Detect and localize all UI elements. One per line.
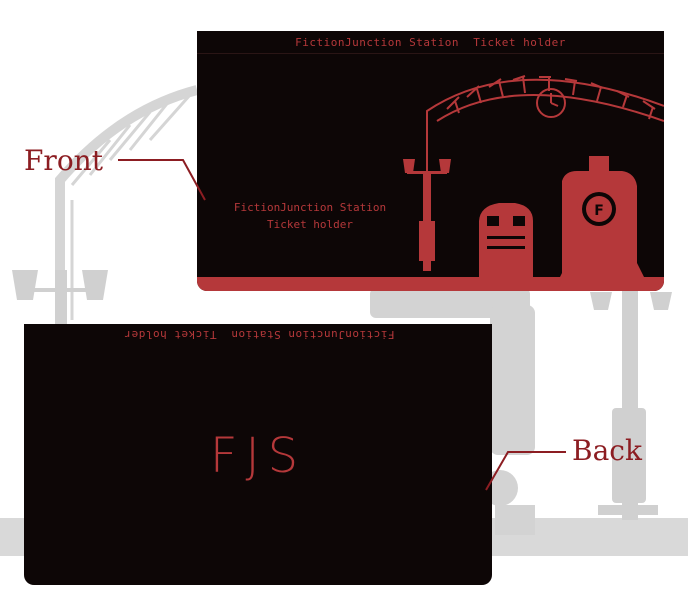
back-header-text-upside-down: FictionJunction Station Ticket holder [124,328,395,341]
diesel-locomotive [479,203,533,279]
front-title: FictionJunction Station Ticket holder [225,199,395,233]
front-title-line1: FictionJunction Station [233,201,387,214]
front-card-base-stripe [197,277,664,291]
emblem-letter: F [594,203,604,219]
front-lamp-post [403,159,451,271]
lamp-left [12,270,108,325]
lamp-right [590,280,672,520]
front-title-line2: Ticket holder [266,218,354,231]
back-card: FictionJunction Station Ticket holder FJ… [24,324,492,585]
back-logo: FJS [209,428,307,484]
front-header-text: FictionJunction Station Ticket holder [197,31,664,54]
front-card: FictionJunction Station Ticket holder Fi… [197,31,664,291]
clock-icon [536,88,566,118]
front-station-artwork: F [403,75,664,281]
back-callout-label: Back [572,434,642,467]
front-callout-label: Front [24,144,103,177]
